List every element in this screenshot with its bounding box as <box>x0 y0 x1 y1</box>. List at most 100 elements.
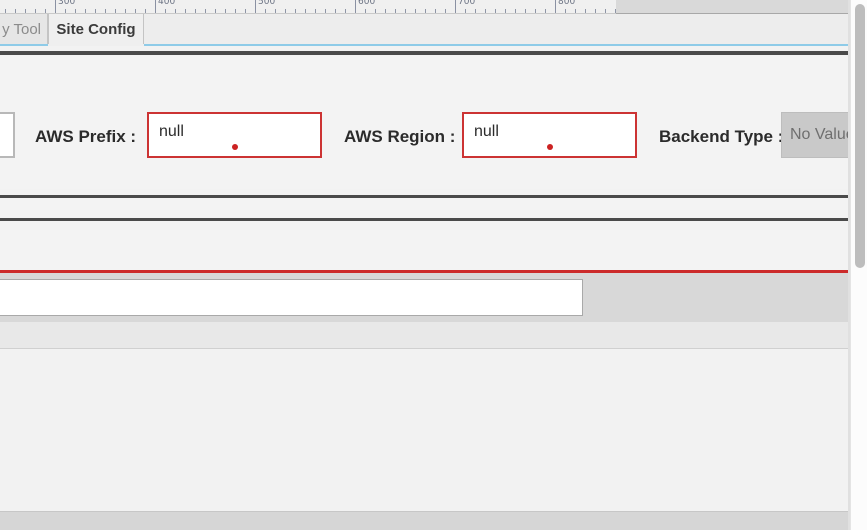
aws-prefix-label: AWS Prefix : <box>35 127 137 146</box>
tab-site-config[interactable]: Site Config <box>48 14 144 45</box>
aws-region-value: null <box>474 123 499 140</box>
ruler-minor-tick <box>165 9 166 13</box>
ruler-minor-tick <box>195 9 196 13</box>
ruler-minor-tick <box>145 9 146 13</box>
ruler-minor-tick <box>605 9 606 13</box>
ruler-minor-tick <box>385 9 386 13</box>
ruler-minor-tick <box>435 9 436 13</box>
ruler-major-tick <box>355 0 356 13</box>
wide-text-input[interactable] <box>0 279 583 316</box>
section-band-2 <box>0 221 867 270</box>
ruler-minor-tick <box>65 9 66 13</box>
lower-content-area <box>0 349 867 511</box>
ruler-minor-tick <box>85 9 86 13</box>
backend-type-label: Backend Type : <box>659 127 784 146</box>
ruler-minor-tick <box>585 9 586 13</box>
horizontal-ruler: 300 400 500 600 700 800 <box>0 0 616 14</box>
ruler-minor-tick <box>125 9 126 13</box>
ruler-minor-tick <box>175 9 176 13</box>
tab-strip-empty-area <box>145 14 867 45</box>
ruler-minor-tick <box>105 9 106 13</box>
ruler-tick-label: 700 <box>458 0 476 7</box>
ruler-minor-tick <box>505 9 506 13</box>
ruler-tick-label: 600 <box>358 0 376 7</box>
section-separator-1 <box>0 195 867 198</box>
ruler-minor-tick <box>565 9 566 13</box>
ruler-minor-tick <box>405 9 406 13</box>
section-separator-2 <box>0 218 867 221</box>
error-separator <box>0 270 867 273</box>
ruler-inactive-area <box>616 0 867 14</box>
aws-region-input[interactable]: null <box>462 112 637 158</box>
ruler-minor-tick <box>525 9 526 13</box>
vertical-scrollbar-thumb[interactable] <box>855 4 865 268</box>
status-bar-divider <box>0 511 867 512</box>
ruler-minor-tick <box>295 9 296 13</box>
ruler-minor-tick <box>235 9 236 13</box>
ruler-minor-tick <box>215 9 216 13</box>
aws-prefix-value: null <box>159 123 184 140</box>
ruler-minor-tick <box>335 9 336 13</box>
ruler-major-tick <box>455 0 456 13</box>
ruler-minor-tick <box>285 9 286 13</box>
site-config-form: AWS Prefix : null AWS Region : null Back… <box>0 56 867 189</box>
ruler-minor-tick <box>325 9 326 13</box>
tab-site-config-label: Site Config <box>56 21 136 38</box>
ruler-minor-tick <box>225 9 226 13</box>
ruler-minor-tick <box>515 9 516 13</box>
ruler-minor-tick <box>475 9 476 13</box>
toolbar-separator-top <box>0 51 867 55</box>
ruler-minor-tick <box>35 9 36 13</box>
ruler-minor-tick <box>545 9 546 13</box>
ruler-minor-tick <box>75 9 76 13</box>
ruler-minor-tick <box>15 9 16 13</box>
ruler-minor-tick <box>535 9 536 13</box>
ruler-minor-tick <box>345 9 346 13</box>
aws-prefix-required-dot <box>232 144 238 150</box>
ruler-tick-label: 300 <box>58 0 76 7</box>
lower-panel-strip <box>0 322 867 349</box>
aws-prefix-input[interactable]: null <box>147 112 322 158</box>
ruler-tick-label: 400 <box>158 0 176 7</box>
ruler-minor-tick <box>115 9 116 13</box>
ruler-minor-tick <box>485 9 486 13</box>
ruler-minor-tick <box>375 9 376 13</box>
ruler-minor-tick <box>205 9 206 13</box>
ruler-minor-tick <box>395 9 396 13</box>
ruler-major-tick <box>255 0 256 13</box>
ruler-major-tick <box>55 0 56 13</box>
panel-right-edge <box>848 0 850 530</box>
ruler-major-tick <box>155 0 156 13</box>
ruler-minor-tick <box>495 9 496 13</box>
ruler-minor-tick <box>615 9 616 13</box>
aws-region-label: AWS Region : <box>344 127 456 146</box>
ruler-tick-label: 800 <box>558 0 576 7</box>
tab-strip-underline <box>0 44 867 46</box>
ruler-minor-tick <box>445 9 446 13</box>
ruler-minor-tick <box>5 9 6 13</box>
ruler-minor-tick <box>185 9 186 13</box>
ruler-minor-tick <box>305 9 306 13</box>
ruler-minor-tick <box>575 9 576 13</box>
aws-region-required-dot <box>547 144 553 150</box>
ruler-minor-tick <box>95 9 96 13</box>
tab-strip: y Tool Site Config <box>0 14 867 45</box>
ruler-minor-tick <box>45 9 46 13</box>
offscreen-input-partial[interactable] <box>0 112 15 158</box>
ruler-minor-tick <box>265 9 266 13</box>
ruler-minor-tick <box>365 9 366 13</box>
ruler-minor-tick <box>415 9 416 13</box>
ruler-major-tick <box>555 0 556 13</box>
ruler-minor-tick <box>465 9 466 13</box>
ruler-minor-tick <box>135 9 136 13</box>
vertical-scrollbar[interactable] <box>850 0 867 530</box>
ruler-minor-tick <box>425 9 426 13</box>
backend-type-value: No Value <box>790 126 855 143</box>
ruler-minor-tick <box>595 9 596 13</box>
ruler-minor-tick <box>275 9 276 13</box>
ruler-tick-label: 500 <box>258 0 276 7</box>
tab-query-tool[interactable]: y Tool <box>0 14 48 45</box>
ruler-minor-tick <box>315 9 316 13</box>
ruler-minor-tick <box>245 9 246 13</box>
